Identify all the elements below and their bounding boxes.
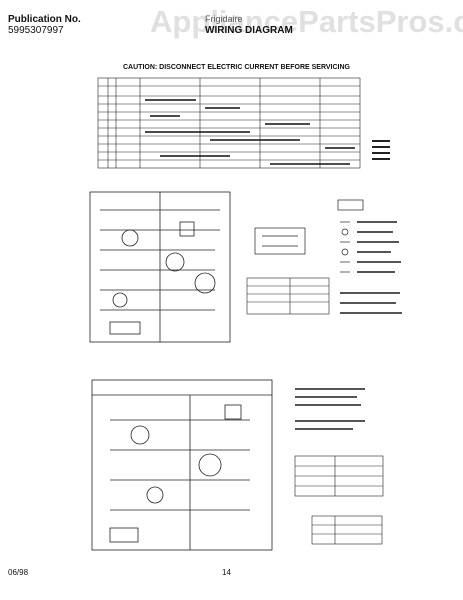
timer-chart-dots bbox=[372, 140, 390, 160]
page-number: 14 bbox=[222, 568, 231, 577]
fabric-selector-switch-table bbox=[294, 455, 384, 497]
symbol-legend bbox=[337, 199, 364, 273]
timer-chart-bars bbox=[145, 99, 355, 165]
publication-label: Publication No. bbox=[8, 14, 81, 25]
caution-notice: CAUTION: DISCONNECT ELECTRIC CURRENT BEF… bbox=[123, 64, 350, 71]
publication-number: 5995307997 bbox=[8, 25, 64, 36]
footer-date: 06/98 bbox=[8, 568, 29, 577]
temperature-switch-chart bbox=[246, 277, 330, 315]
notes-text bbox=[295, 388, 365, 430]
legend-text-lines bbox=[340, 221, 402, 314]
timer-sequence-chart bbox=[97, 77, 361, 169]
wire-specification-table bbox=[311, 515, 383, 545]
heater-circuit-schematic bbox=[91, 379, 273, 551]
motor-circuit-schematic bbox=[89, 191, 231, 343]
connector-block bbox=[254, 227, 306, 255]
page-title: WIRING DIAGRAM bbox=[205, 25, 293, 36]
watermark: AppliancePartsPros.com bbox=[150, 4, 463, 39]
brand-name: Frigidaire bbox=[205, 14, 243, 24]
